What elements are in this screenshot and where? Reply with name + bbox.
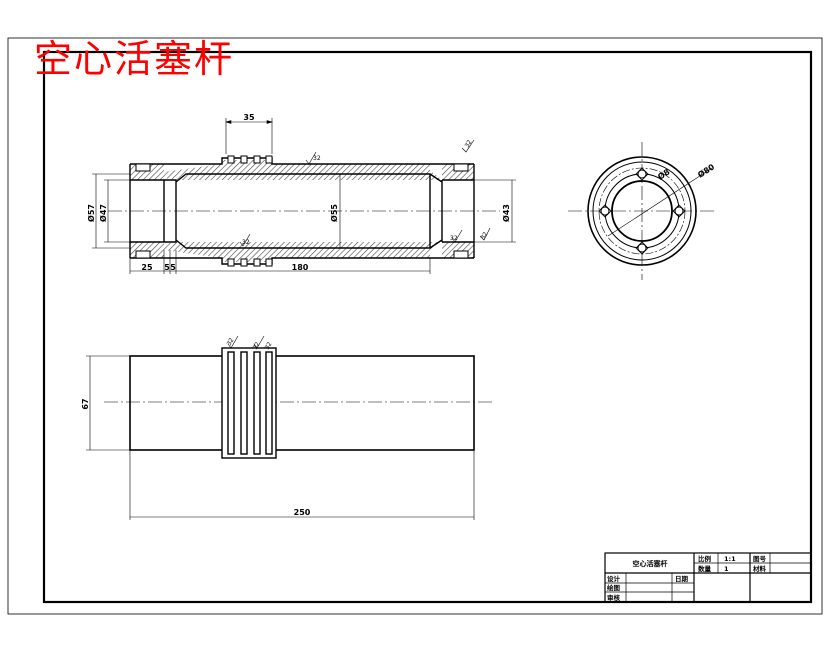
side-grooves: [227, 351, 273, 455]
end-holes: [600, 169, 684, 253]
dim-label-180: 180: [292, 263, 309, 272]
side-finish-3: 32: [264, 341, 274, 351]
side-finish-1: 32: [226, 337, 236, 347]
port-bottom-left: [135, 250, 151, 259]
tb-qty-value: 1: [724, 565, 729, 573]
dim-label-d80: Ø80: [696, 161, 717, 179]
tb-scale-label: 比例: [698, 554, 712, 563]
dim-groove-span: [224, 118, 274, 154]
dim-label-25: 25: [141, 263, 153, 272]
dim-side-height: [86, 355, 130, 451]
dim-label-d57: Ø57: [86, 204, 96, 222]
port-bottom-right: [453, 250, 469, 259]
side-groove-band: [221, 347, 277, 459]
finish-label-5: 32: [480, 231, 490, 241]
tb-review-label: 审核: [607, 593, 621, 602]
tb-date-label: 日期: [675, 574, 689, 583]
tb-drawing-no-label: 图号: [753, 554, 767, 563]
outer-border: [7, 37, 823, 615]
port-top-left: [135, 163, 151, 172]
drawing-heading: 空心活塞杆: [34, 37, 235, 81]
tb-draw-label: 绘图: [607, 583, 621, 592]
grooves-bottom: [227, 258, 273, 267]
section-view: 35 Ø57 Ø47 Ø55 Ø43: [86, 113, 516, 274]
finish-mark-4: [461, 139, 475, 153]
dim-left-diameters: [92, 173, 130, 249]
dim-bottom-lengths: [129, 250, 431, 274]
dim-label-d43: Ø43: [501, 204, 511, 222]
end-inner-circle: [611, 180, 673, 242]
side-body: [129, 355, 475, 451]
title-block: 空心活塞杆 比例 1:1 数量 1 图号 材料 设计 日期 绘图 审核: [604, 552, 812, 603]
dim-side-length: [129, 450, 475, 520]
dim-label-250: 250: [294, 508, 311, 517]
finish-label-2: 32: [242, 239, 250, 246]
end-hole-diamonds: [598, 167, 686, 255]
tb-material-label: 材料: [752, 564, 767, 573]
dim-label-d47: Ø47: [98, 204, 108, 222]
finish-mark-3: [451, 229, 463, 243]
dim-label-5b: 5: [170, 263, 176, 272]
side-finish-marks: [227, 335, 265, 349]
dim-label-35: 35: [243, 113, 255, 122]
dim-label-67: 67: [81, 398, 90, 409]
side-finish-2: 32: [252, 341, 262, 351]
port-top-right: [453, 163, 469, 172]
end-ring-2: [592, 161, 692, 261]
side-view: 67 250 32 32 32: [81, 335, 492, 520]
finish-mark-1: [305, 151, 317, 165]
end-outer-circle: [587, 156, 697, 266]
finish-label-3: 32: [450, 235, 458, 242]
dim-right-diameter: [474, 179, 516, 243]
dim-label-d55: Ø55: [329, 204, 339, 222]
grooves-top: [227, 155, 273, 164]
tb-part-name: 空心活塞杆: [633, 559, 668, 568]
tb-qty-label: 数量: [698, 564, 712, 573]
end-view: Ø8 Ø80: [568, 142, 716, 280]
tb-design-label: 设计: [607, 574, 621, 583]
finish-mark-5: [479, 227, 491, 241]
finish-label-1: 32: [313, 155, 321, 162]
end-leader: [607, 167, 713, 237]
dim-label-d8: Ø8: [656, 166, 672, 181]
tb-scale-value: 1:1: [724, 555, 736, 563]
inner-frame: [42, 50, 813, 604]
finish-label-4: 32: [464, 139, 474, 149]
dim-label-5a: 5: [164, 263, 170, 272]
finish-mark-2: [239, 233, 251, 247]
